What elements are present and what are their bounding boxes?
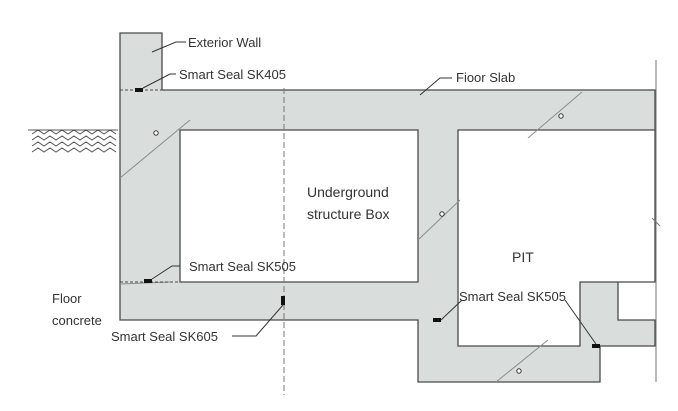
waterstop-icon	[153, 113, 564, 374]
label-floor-concrete-line2: concrete	[52, 313, 102, 328]
leader-sk505-left	[151, 265, 180, 280]
leader-lines	[142, 41, 597, 345]
label-underground-line1: Underground	[307, 184, 389, 200]
seal-marker-sk405	[135, 88, 143, 92]
leader-sk405	[142, 73, 176, 89]
seal-marker-sk505-right-b	[592, 344, 600, 348]
label-pit: PIT	[512, 249, 534, 265]
label-sk505-left: Smart Seal SK505	[189, 259, 296, 274]
label-sk505-right: Smart Seal SK505	[459, 289, 566, 304]
seal-marker-sk505-right-a	[433, 318, 441, 322]
soil-hatch-icon	[28, 129, 118, 153]
seal-marker-sk505-left	[144, 279, 152, 283]
break-mark	[651, 217, 661, 227]
label-sk405: Smart Seal SK405	[179, 67, 286, 82]
seal-markers	[135, 88, 600, 348]
leader-sk505-right-b	[564, 299, 597, 345]
label-floor-concrete-line1: Floor	[52, 291, 82, 306]
seal-marker-sk605	[281, 296, 285, 305]
label-underground-line2: structure Box	[307, 206, 389, 222]
label-floor-slab: Fioor Slab	[456, 70, 515, 85]
concrete-structure	[119, 32, 656, 383]
leader-floor-slab	[419, 77, 452, 96]
label-exterior-wall: Exterior Wall	[188, 35, 261, 50]
leader-sk605	[232, 304, 284, 337]
leader-exterior-wall	[151, 41, 186, 53]
leader-sk505-right-a	[440, 299, 463, 321]
label-sk605: Smart Seal SK605	[111, 329, 218, 344]
